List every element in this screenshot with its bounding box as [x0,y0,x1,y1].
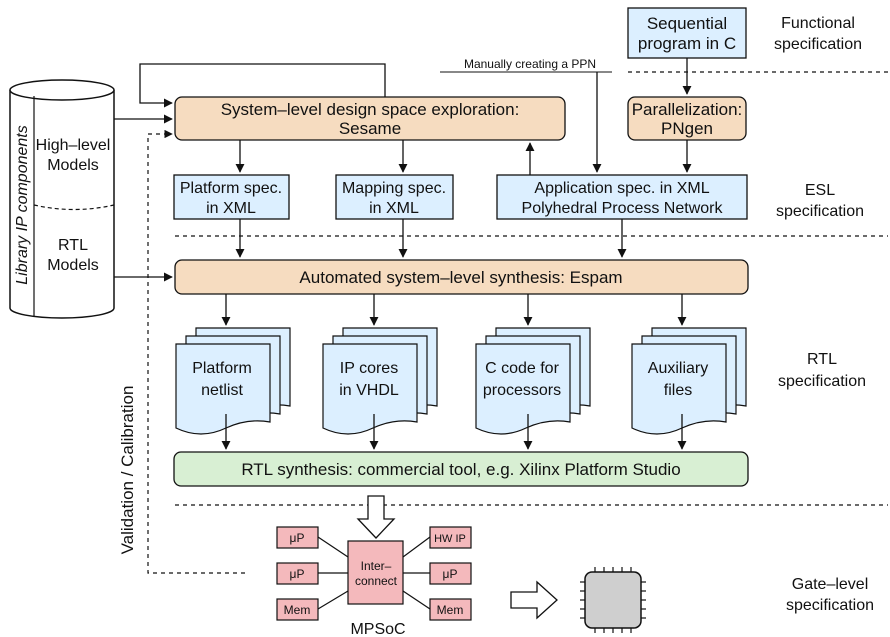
parallelization-label-2: PNgen [661,119,713,138]
platform-spec-box: Platform spec. in XML [173,174,290,220]
sesame-feedback-arrow [139,63,386,108]
platform-netlist-label-2: netlist [201,382,243,399]
mpsoc-left-block-3: Mem [276,598,319,621]
mapping-spec-label-1: Mapping spec. [342,180,446,197]
parallelization-box: Parallelization: PNgen [627,96,747,141]
mpsoc-interconnect: Inter– connect [347,540,404,605]
library-high-level-2: Models [47,157,99,174]
library-rtl-2: Models [47,257,99,274]
layer-label-esl-2: specification [776,203,864,220]
manual-ppn-annotation: Manually creating a PPN [440,57,612,73]
mpsoc-right-block-2: μP [429,562,472,585]
espam-box: Automated system–level synthesis: Espam [174,259,749,295]
layer-label-esl-1: ESL [805,182,835,199]
sequential-program-label-2: program in C [638,34,736,53]
output-ip-cores: IP cores in VHDL [322,327,438,435]
flow-arrows [114,58,692,450]
mapping-spec-label-2: in XML [369,200,419,217]
rtl-to-mpsoc-hollow-arrow [356,495,396,539]
sequential-program-box: Sequential program in C [627,7,747,59]
auxiliary-files-label-1: Auxiliary [648,360,708,377]
validation-loop: Validation / Calibration [118,129,245,574]
validation-label: Validation / Calibration [118,386,137,555]
ip-cores-label-2: in VHDL [339,382,399,399]
mpsoc-left-label-3: Mem [284,603,311,617]
interconnect-label-2: connect [355,574,398,588]
mpsoc-left-label-1: μP [290,531,305,545]
manual-ppn-label: Manually creating a PPN [464,57,596,71]
rtl-synthesis-box: RTL synthesis: commercial tool, e.g. Xil… [173,451,749,487]
ip-cores-label-1: IP cores [340,360,398,377]
library-cylinder: Library IP components High–level Models … [9,79,115,319]
mpsoc-label: MPSoC [350,621,405,637]
mpsoc-right-label-3: Mem [437,603,464,617]
sesame-label-1: System–level design space exploration: [221,100,520,119]
mpsoc-left-label-2: μP [290,567,305,581]
layer-label-rtl-1: RTL [807,351,837,368]
platform-netlist-label-1: Platform [192,360,252,377]
output-auxiliary-files: Auxiliary files [631,327,747,435]
layer-label-functional-1: Functional [781,15,855,32]
library-title: Library IP components [14,125,31,284]
rtl-synthesis-label: RTL synthesis: commercial tool, e.g. Xil… [241,460,680,479]
layer-label-gate-1: Gate–level [792,576,869,593]
application-spec-label-1: Application spec. in XML [534,180,709,197]
auxiliary-files-label-2: files [664,382,692,399]
mpsoc-right-block-3: Mem [429,598,472,621]
output-platform-netlist: Platform netlist [175,327,291,435]
library-rtl-1: RTL [58,237,88,254]
layer-label-rtl-2: specification [778,373,866,390]
interconnect-label-1: Inter– [361,559,392,573]
parallelization-label-1: Parallelization: [632,100,743,119]
mpsoc-diagram: Inter– connect μP μP Mem HW IP μP Mem MP… [276,526,472,637]
application-spec-label-2: Polyhedral Process Network [522,200,724,217]
mpsoc-to-chip-hollow-arrow [510,580,558,620]
layer-separators [175,71,888,506]
c-code-label-1: C code for [485,360,559,377]
mpsoc-left-block-2: μP [276,562,319,585]
mpsoc-right-label-2: μP [443,567,458,581]
mapping-spec-box: Mapping spec. in XML [335,174,454,220]
sesame-label-2: Sesame [339,119,401,138]
sesame-box: System–level design space exploration: S… [174,96,566,141]
sequential-program-label-1: Sequential [647,14,727,33]
espam-label: Automated system–level synthesis: Espam [299,268,622,287]
platform-spec-label-1: Platform spec. [180,180,282,197]
application-spec-box: Application spec. in XML Polyhedral Proc… [496,174,748,220]
output-c-code: C code for processors [475,327,591,435]
mpsoc-links [317,536,431,610]
mpsoc-right-block-1: HW IP [429,526,472,549]
layer-label-gate-2: specification [786,597,874,614]
mpsoc-right-label-1: HW IP [434,533,466,545]
layer-labels: Functional specification ESL specificati… [774,15,874,614]
c-code-label-2: processors [483,382,561,399]
library-high-level-1: High–level [36,137,111,154]
layer-label-functional-2: specification [774,36,862,53]
chip-icon [580,567,646,633]
platform-spec-label-2: in XML [206,200,256,217]
mpsoc-left-block-1: μP [276,526,319,549]
